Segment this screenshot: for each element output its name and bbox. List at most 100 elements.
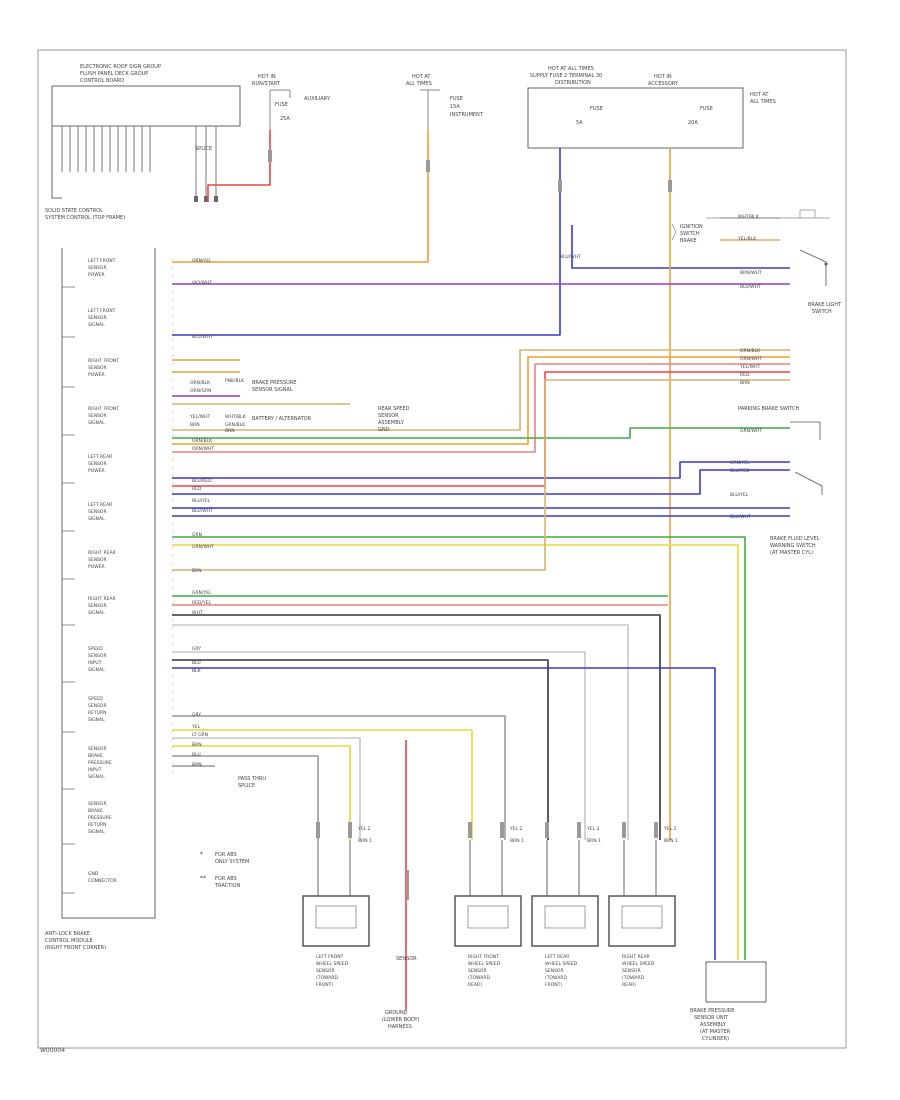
wire-label-r10: GRN/YEL bbox=[730, 460, 750, 466]
sensor-label: WHEEL SPEED bbox=[545, 961, 578, 967]
wire-label-r15: YEL/BLK bbox=[737, 236, 757, 242]
sensor-body bbox=[454, 895, 522, 947]
sensor-label: FRONT) bbox=[545, 982, 562, 988]
wire-label-l2: VIO/WHT bbox=[192, 280, 212, 286]
ecu-pin-dot: · bbox=[172, 617, 174, 624]
ecu-pin-dot: · bbox=[172, 497, 174, 504]
wire-group: ORN/YELVIO/WHTBLU/WHTORN/BLKORN/GRNYEL/W… bbox=[172, 130, 790, 1010]
ecu-pin-dot: · bbox=[172, 473, 174, 480]
ecu-pin-dot: · bbox=[172, 745, 174, 752]
bfs-l1: BRAKE FLUID LEVEL bbox=[770, 536, 820, 542]
ecu-pin-dot: · bbox=[172, 633, 174, 640]
bps-box bbox=[705, 961, 767, 1003]
bls-pin bbox=[824, 262, 828, 266]
wire-yel-2 bbox=[172, 745, 351, 840]
ecu-pin-dot: · bbox=[172, 297, 174, 304]
ecu-pin-dot: · bbox=[172, 537, 174, 544]
sensor-body bbox=[531, 895, 599, 947]
wire-label-l24: YEL bbox=[191, 724, 201, 730]
ecu-pin-dot: · bbox=[172, 761, 174, 768]
bc-l2: GROUND bbox=[385, 1010, 408, 1016]
legend-2a: FOR ABS bbox=[215, 876, 237, 882]
sensor-pin-label: BRN 1 bbox=[358, 838, 372, 844]
ecu-pin-label: SIGNAL bbox=[88, 774, 105, 780]
ecu-pin-dot: · bbox=[172, 385, 174, 392]
wire-label-r3: BLU/WHT bbox=[560, 254, 581, 260]
fuse1-l3: FUSE bbox=[275, 102, 288, 108]
wire-ltgrn bbox=[172, 737, 361, 840]
sensor-label: WHEEL SPEED bbox=[468, 961, 501, 967]
wire-label-r5: ORN/WHT bbox=[740, 356, 762, 362]
ecu-pin-label: LEFT FRONT bbox=[88, 258, 116, 264]
wire-label-l7: BRN bbox=[190, 422, 200, 428]
sensor-label: LEFT FRONT bbox=[316, 954, 344, 960]
ecu-pin-label: INPUT bbox=[88, 767, 102, 773]
fuse4-l2: ACCESSORY bbox=[648, 81, 679, 87]
fuse2-l4: 15A bbox=[450, 104, 460, 110]
ecu-pin-label: SIGNAL bbox=[88, 420, 105, 426]
connector-mark bbox=[426, 160, 430, 172]
ecu-pin-dot: · bbox=[172, 377, 174, 384]
left-splice-label: SPLICE bbox=[195, 146, 212, 152]
ecu-pin-label: PRESSURE bbox=[88, 760, 112, 766]
ecu-pin-label: CONNECTOR bbox=[88, 878, 117, 884]
pdb-box bbox=[527, 87, 744, 149]
ecu-pin-label: SENSOR bbox=[88, 801, 107, 807]
sensor-inner bbox=[544, 905, 586, 929]
ecu-pin-dot: · bbox=[172, 457, 174, 464]
bps-l3: ASSEMBLY bbox=[700, 1022, 727, 1028]
ecu-pin-label: SENSOR bbox=[88, 461, 107, 467]
wire-l12 bbox=[172, 469, 790, 495]
parking-brake-switch: PARKING BRAKE SWITCH bbox=[738, 406, 821, 440]
sensor-pin-label: BRN 1 bbox=[510, 838, 524, 844]
mid-label-2: SENSOR SIGNAL bbox=[252, 387, 293, 393]
wire-label-l15: GRN/WHT bbox=[192, 544, 214, 550]
wire-label-l18: RED/YEL bbox=[192, 600, 212, 606]
module-connector bbox=[204, 196, 208, 202]
bps-l4: (AT MASTER bbox=[700, 1029, 731, 1035]
ecu-pin-label: SIGNAL bbox=[88, 717, 105, 723]
sensor-body bbox=[302, 895, 370, 947]
fuse-2: HOT AT ALL TIMES FUSE 15A INSTRUMENT bbox=[406, 74, 484, 130]
bls-contact bbox=[799, 249, 827, 286]
wire-label-l16: BRN bbox=[192, 568, 202, 574]
pbs-label: PARKING BRAKE SWITCH bbox=[738, 406, 800, 412]
bfs-contact bbox=[794, 471, 823, 495]
bps-l1: BRAKE PRESSURE bbox=[690, 1008, 734, 1014]
mid-label-4: REAR SPEED bbox=[378, 406, 410, 412]
sensor-pin-label: YEL 2 bbox=[357, 826, 371, 832]
sensor-label: WHEEL SPEED bbox=[622, 961, 655, 967]
bls-l1: BRAKE LIGHT bbox=[808, 302, 842, 308]
sensor-body bbox=[608, 895, 676, 947]
ecu-pin-label: RIGHT FRONT bbox=[88, 406, 119, 412]
wire-label-r2: BLU/WHT bbox=[740, 284, 761, 290]
ecu-pin-label: LEFT REAR bbox=[88, 454, 112, 460]
power-distribution-box: HOT AT ALL TIMES SUPPLY FUSE 2 TERMINAL … bbox=[527, 66, 776, 149]
wire-l8 bbox=[172, 349, 790, 431]
brake-fluid-switch: BRAKE FLUID LEVEL WARNING SWITCH (AT MAS… bbox=[770, 471, 823, 556]
ecu-pin-dot: · bbox=[172, 345, 174, 352]
blue-feed-wire bbox=[172, 148, 561, 336]
ecu-pin-label: SENSOR bbox=[88, 509, 107, 515]
fuse1-l4: 25A bbox=[280, 116, 290, 122]
fuse1-l1: HOT IN bbox=[258, 74, 276, 80]
legend-2b: TRACTION bbox=[214, 883, 241, 889]
wire-label-r11: BLU/RED bbox=[730, 468, 750, 474]
ecu-pin-label: SENSOR bbox=[88, 746, 107, 752]
ecu-pin-label: SPEED bbox=[88, 696, 103, 702]
wire-label-r6: YEL/WHT bbox=[739, 364, 760, 370]
ecu-name-2: CONTROL MODULE bbox=[45, 938, 93, 944]
mid-label-5: SENSOR bbox=[378, 413, 399, 419]
sensor-label: (TOWARD bbox=[545, 975, 567, 981]
fuse-hot-label-2: ALL TIMES bbox=[750, 99, 776, 105]
wire-label-l23: GRY bbox=[192, 712, 201, 718]
wire-label-l17: GRN/YEL bbox=[192, 590, 212, 596]
wire-label-c4: BRN bbox=[225, 428, 235, 434]
pbs-contact bbox=[790, 421, 821, 440]
wire-label-l6: YEL/WHT bbox=[189, 414, 210, 420]
sensor-inner bbox=[621, 905, 663, 929]
sensor-label: LEFT REAR bbox=[545, 954, 569, 960]
ecu-pin-dot: · bbox=[172, 409, 174, 416]
ecu-pin-dot: · bbox=[172, 489, 174, 496]
wire-label-l4: ORN/BLK bbox=[190, 380, 211, 386]
